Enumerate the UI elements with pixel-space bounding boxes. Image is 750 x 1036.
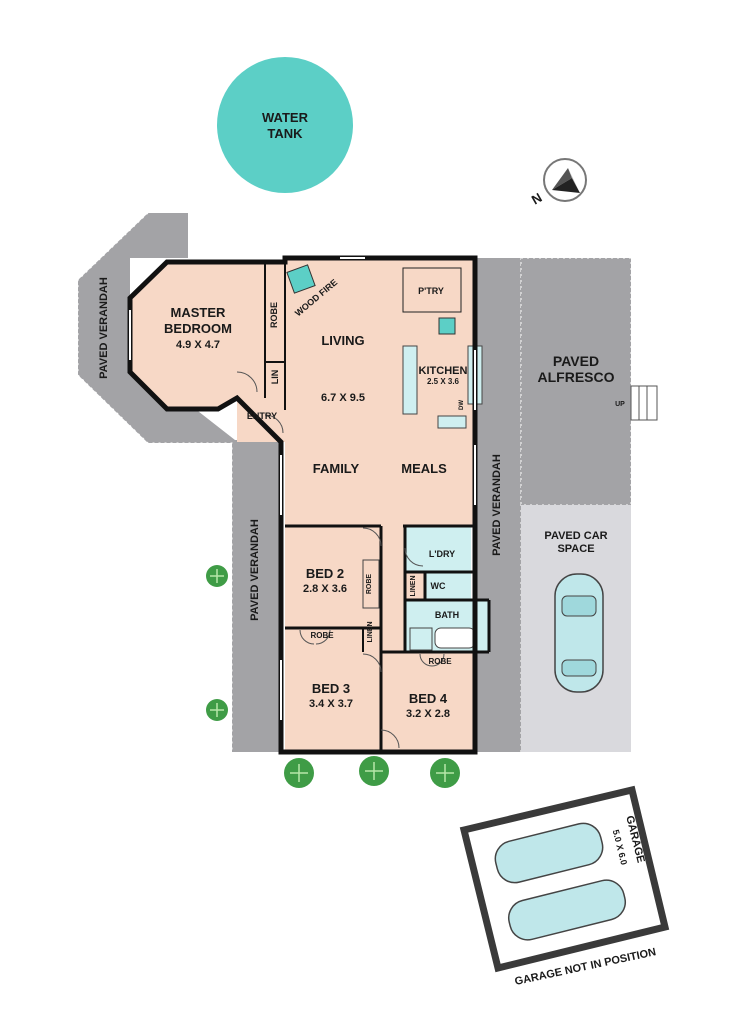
bed-2-label: BED 2 [306,566,344,581]
car-icon [494,822,627,941]
alfresco-label-line-1: PAVED [553,353,599,369]
bed-4-dims: 3.2 X 2.8 [406,708,450,720]
pantry [402,267,462,313]
verandah-left-top-label: PAVED VERANDAH [98,277,110,379]
wc-room [425,572,471,600]
bath-label: BATH [435,610,459,620]
steps-up-label: UP [615,401,625,408]
bed-3-dims: 3.4 X 3.7 [309,698,353,710]
bed-4-label: BED 4 [409,691,448,706]
bed-4 [381,652,475,750]
garage [459,785,670,973]
wc-label: WC [431,581,446,591]
laundry-label: L'DRY [429,549,455,559]
entry-hall [237,362,285,442]
bed-2-robe-label: ROBE [366,574,373,595]
kitchen-island [402,345,418,415]
car-icon [554,573,604,693]
meals-label: MEALS [401,461,447,476]
bed-3 [285,628,381,750]
master-robe [265,262,285,362]
bed-4-robe-label: ROBE [428,657,452,666]
linen-2-label: LINEN [367,622,374,643]
kitchen-dims: 2.5 X 3.6 [427,377,460,386]
master-robe-label: ROBE [269,302,279,328]
bed-2-dims: 2.8 X 3.6 [303,583,347,595]
car-space-label-line-2: SPACE [557,543,594,555]
plant-icon [206,565,460,788]
bed-2 [285,526,381,628]
water-tank [217,57,353,193]
master-bedroom-label-line-1: MASTER [171,305,227,320]
bed-3-robe-label: ROBE [310,631,334,640]
shower [409,627,433,651]
linen-cupboard-1 [405,572,425,600]
water-tank-label-line-2: TANK [267,126,303,141]
living-dims: 6.7 X 9.5 [321,392,365,404]
verandah-posts [77,212,233,752]
fridge [438,317,456,335]
bathtub [434,627,476,649]
pantry-label: P'TRY [418,286,444,296]
family-label: FAMILY [313,461,360,476]
house [130,258,489,750]
car-space-label-line-1: PAVED CAR [544,530,607,542]
kitchen-sink [437,415,467,429]
kitchen-label: KITCHEN [419,365,468,377]
living-label: LIVING [321,333,364,348]
verandah-left-bottom-label: PAVED VERANDAH [249,519,261,621]
paved-alfresco [521,258,631,505]
master-bedroom-dims: 4.9 X 4.7 [176,339,220,351]
compass-icon [543,158,587,202]
alfresco-steps [630,385,658,421]
dishwasher-label: DW [459,400,465,410]
master-linen-label: LIN [270,370,280,385]
master-bedroom-label-line-2: BEDROOM [164,321,232,336]
water-tank-label-line-1: WATER [262,110,309,125]
paved-verandah-right [475,258,521,752]
windows [129,257,476,720]
bed-3-label: BED 3 [312,681,350,696]
walls [127,255,491,755]
wood-fire [286,264,316,294]
entry-label: ENTRY [247,411,277,421]
linen-1-label: LINEN [410,576,417,597]
compass-north-label: N [529,190,545,208]
doors [236,371,445,749]
alfresco-label-line-2: ALFRESCO [538,369,615,385]
verandah-right-label: PAVED VERANDAH [491,454,503,556]
master-bedroom [130,262,265,409]
